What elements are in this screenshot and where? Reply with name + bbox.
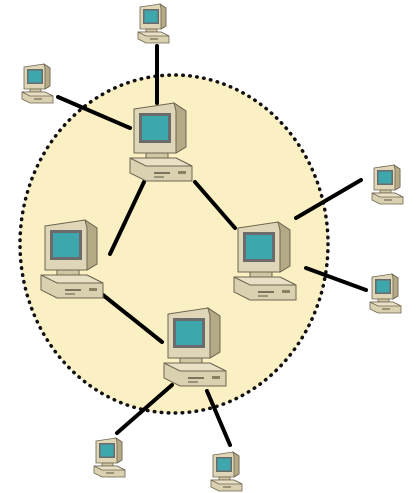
link-bottom-to-p-bottom-left xyxy=(115,383,174,435)
network-boundary xyxy=(18,73,330,415)
computer-icon-p-upper-right xyxy=(371,164,404,205)
link-right-to-p-lower-right xyxy=(304,266,368,292)
link-bottom-to-p-bottom-right xyxy=(205,389,232,447)
computer-icon-p-bottom-left xyxy=(93,437,126,478)
computer-icon-p-upper-left xyxy=(21,63,54,104)
link-top-right xyxy=(193,180,237,230)
computer-icon-p-top xyxy=(137,3,170,44)
backbone-links xyxy=(101,180,237,344)
peripheral-links xyxy=(56,44,368,447)
computer-icon-p-bottom-right xyxy=(210,451,243,492)
link-top-left xyxy=(108,180,146,256)
computer-icon-left xyxy=(40,219,104,299)
computer-icon-bottom xyxy=(163,307,227,387)
link-left-bottom xyxy=(101,293,164,344)
computer-icon-right xyxy=(233,221,297,301)
computer-icon-p-lower-right xyxy=(369,273,402,314)
link-right-to-p-upper-right xyxy=(294,178,363,220)
link-top-to-p-upper-left xyxy=(56,95,132,130)
computer-icon-top xyxy=(129,102,193,182)
